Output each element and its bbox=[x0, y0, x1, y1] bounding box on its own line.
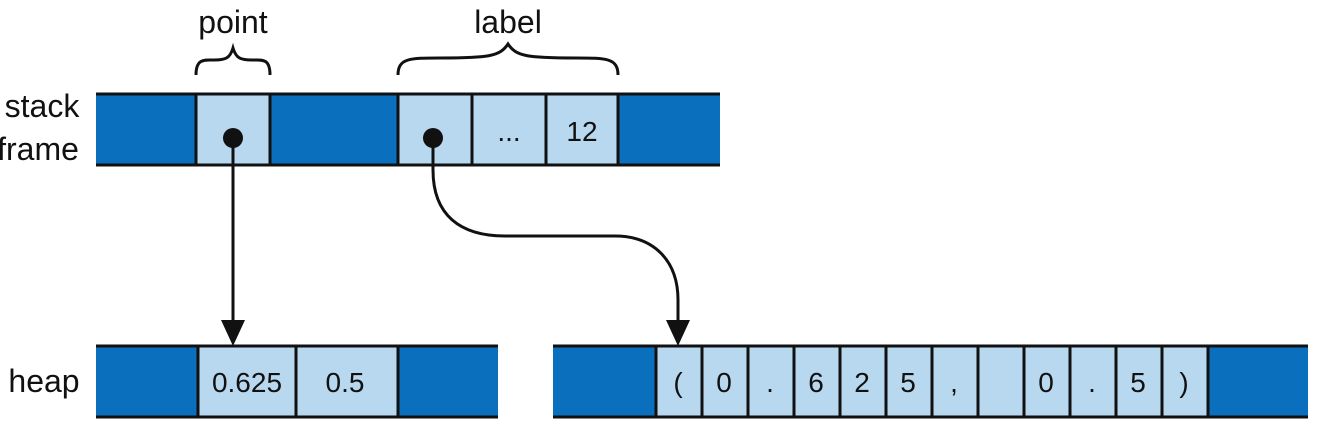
stack-cell-label-ellipsis bbox=[472, 94, 546, 165]
heap-point-row: 0.625 0.5 bbox=[96, 344, 498, 419]
stack-block bbox=[270, 94, 398, 165]
char-cell: . bbox=[766, 367, 774, 398]
label-pointer-arrow bbox=[423, 128, 690, 346]
label-brace bbox=[396, 41, 620, 76]
heap-block bbox=[553, 346, 656, 417]
char-cell: 0 bbox=[716, 367, 732, 398]
char-cell: 5 bbox=[900, 367, 916, 398]
pointer-dot bbox=[423, 128, 443, 148]
char-cell: , bbox=[950, 367, 958, 398]
char-cell: 2 bbox=[854, 367, 870, 398]
label-label: label bbox=[474, 4, 542, 40]
heap-label: heap bbox=[8, 363, 79, 399]
char-cell: . bbox=[1088, 367, 1096, 398]
heap-label-row: ( 0 . 6 2 5 , 0 . 5 ) bbox=[553, 344, 1308, 419]
stack-cell-label-len bbox=[546, 94, 618, 165]
heap-value-05: 0.5 bbox=[326, 367, 365, 398]
char-cell: 6 bbox=[808, 367, 824, 398]
pointer-dot bbox=[223, 128, 243, 148]
heap-block bbox=[398, 346, 498, 417]
arrowhead bbox=[221, 320, 245, 346]
arrowhead bbox=[666, 320, 690, 346]
stack-cell-ellipsis-text: ... bbox=[497, 116, 520, 147]
point-label: point bbox=[198, 4, 268, 40]
char-cell: 5 bbox=[1130, 367, 1146, 398]
stack-frame-label-line2: frame bbox=[0, 131, 79, 167]
heap-cell-y bbox=[296, 346, 398, 417]
stack-cell-12-text: 12 bbox=[566, 116, 597, 147]
heap-cell-x bbox=[198, 346, 296, 417]
stack-block bbox=[96, 94, 196, 165]
stack-frame-row: ... 12 bbox=[96, 92, 720, 167]
char-cell: 0 bbox=[1038, 367, 1054, 398]
heap-block bbox=[1208, 346, 1308, 417]
point-pointer-arrow bbox=[221, 128, 245, 346]
heap-block bbox=[96, 346, 198, 417]
char-cell: ( bbox=[673, 367, 683, 398]
point-brace bbox=[194, 42, 272, 76]
heap-value-0625: 0.625 bbox=[212, 367, 282, 398]
char-cell: ) bbox=[1179, 367, 1188, 398]
stack-block bbox=[618, 94, 720, 165]
stack-frame-label-line1: stack bbox=[5, 88, 81, 124]
